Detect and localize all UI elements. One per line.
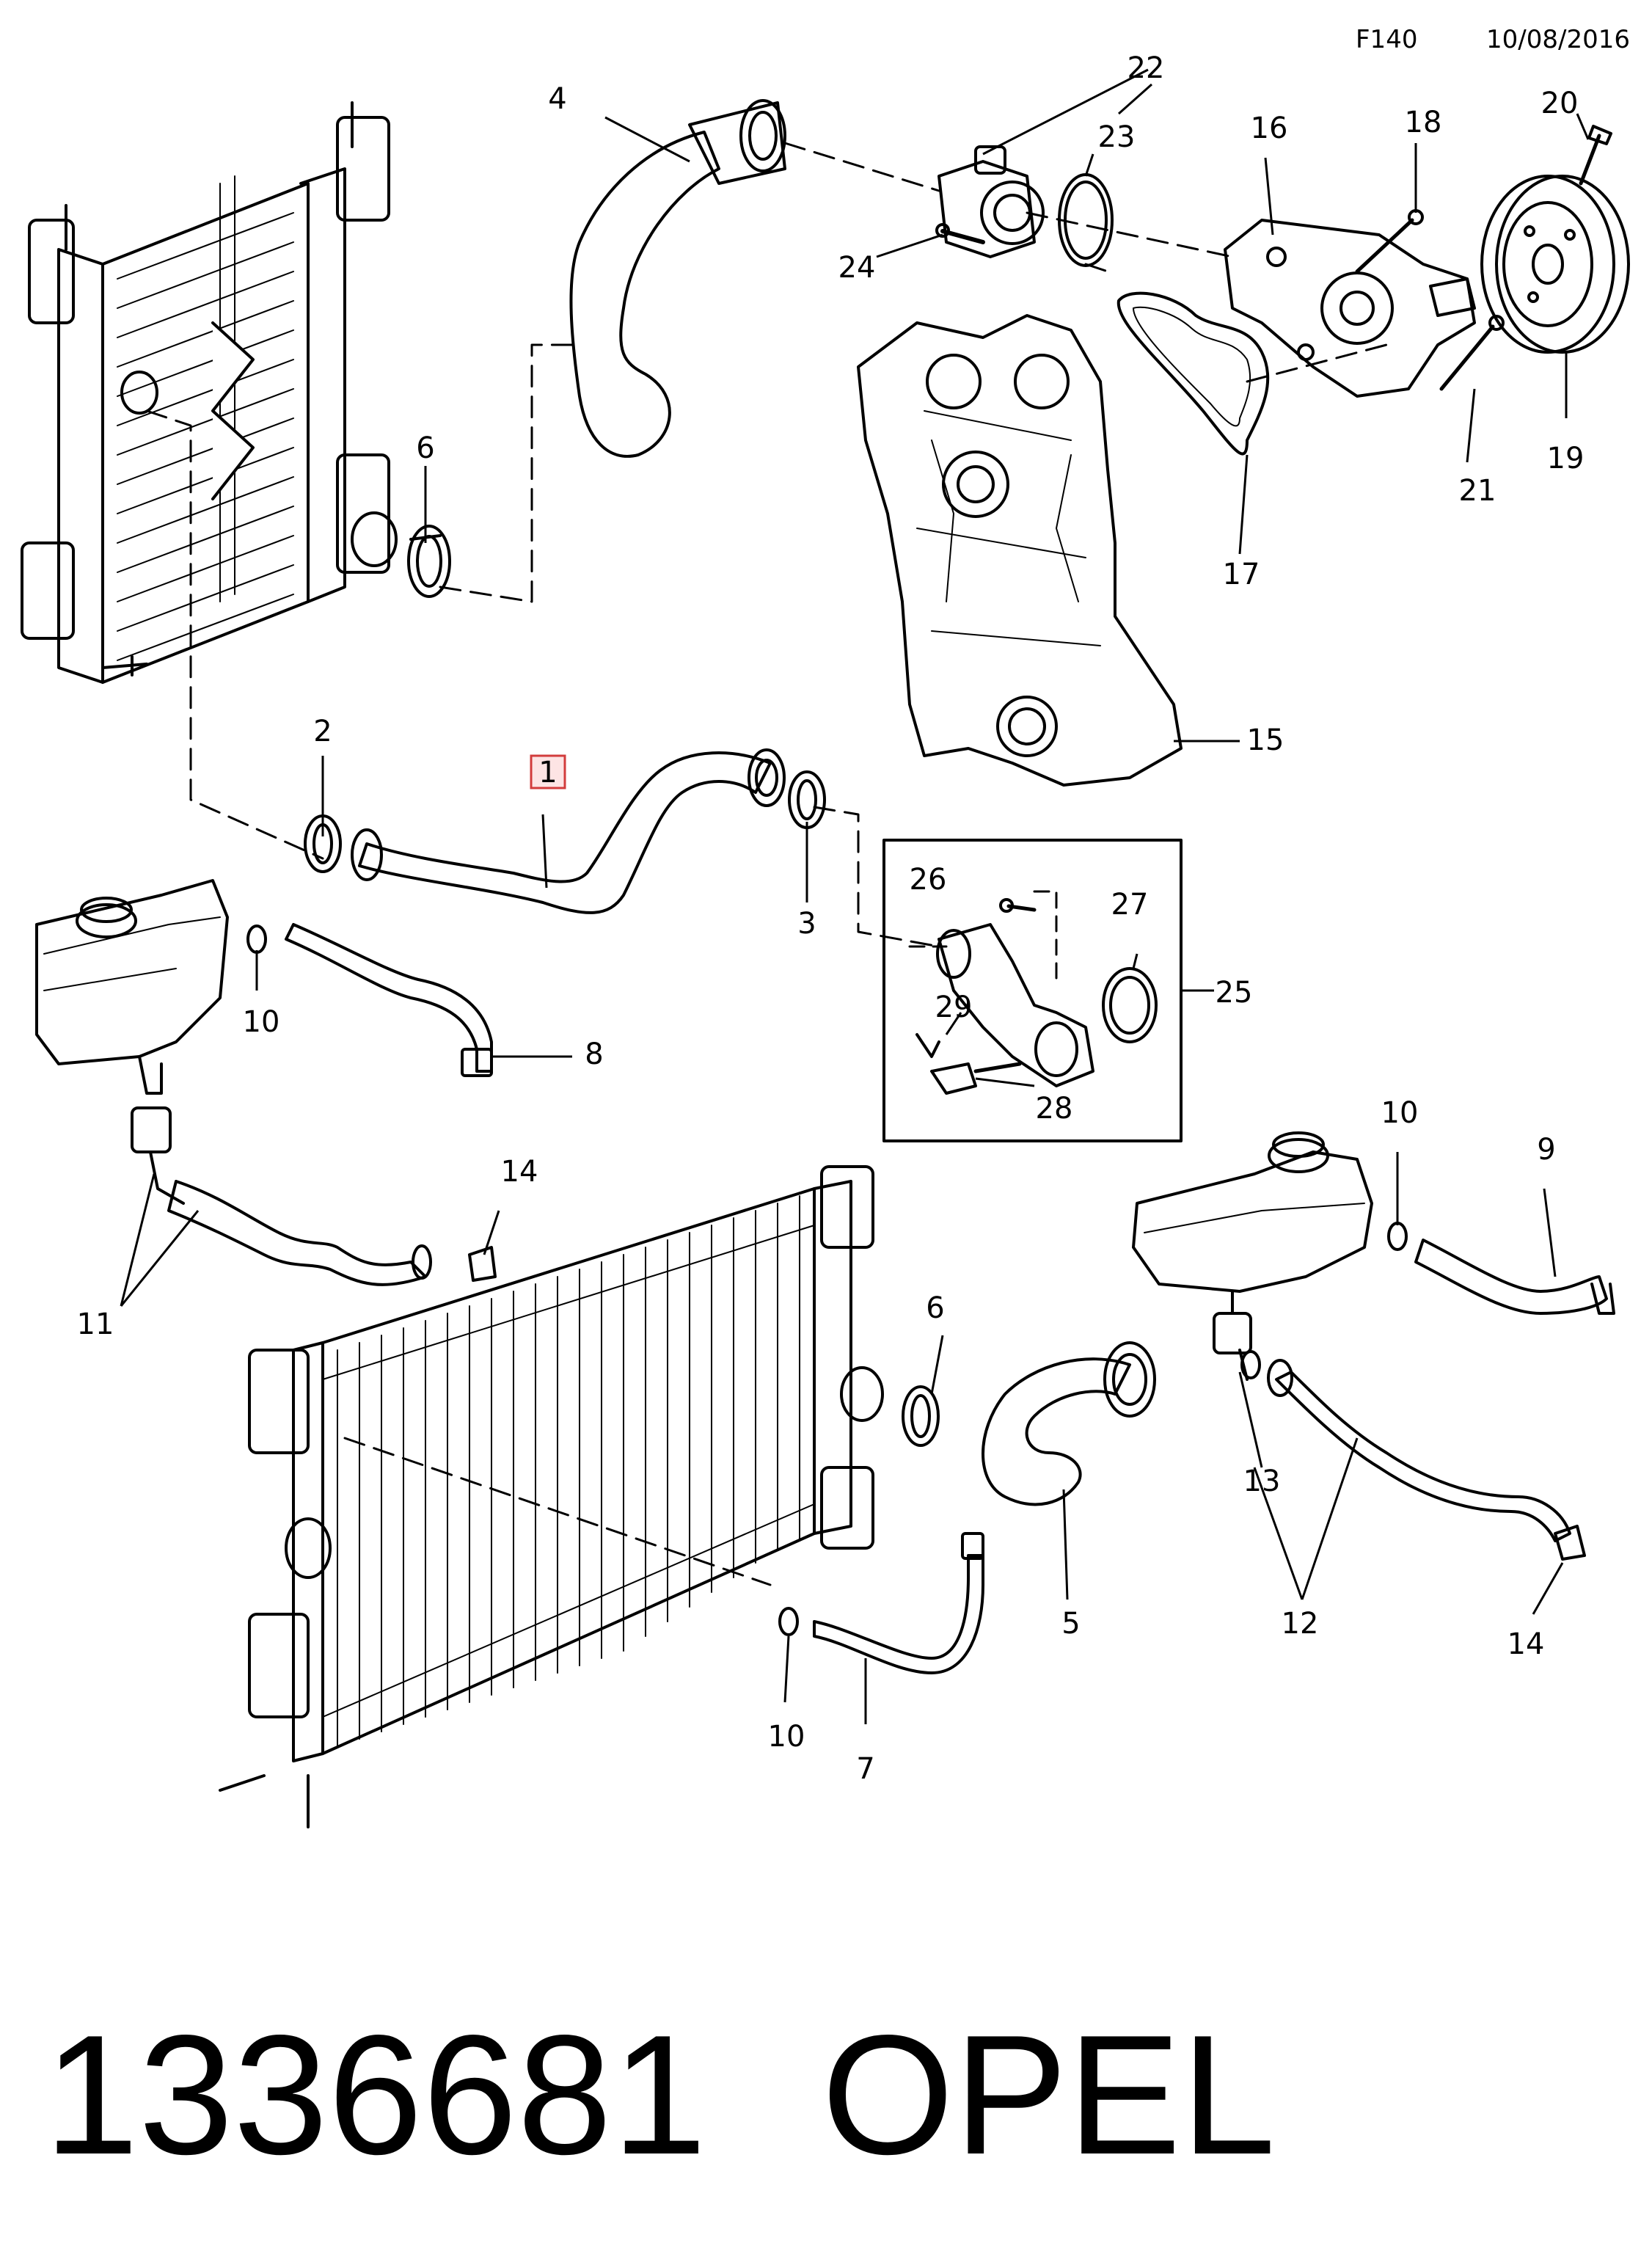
brand-name: OPEL bbox=[822, 2000, 1276, 2190]
hose-clamp-10-right bbox=[1387, 1222, 1408, 1251]
callout-22: 22 bbox=[1127, 51, 1165, 85]
lower-clamp-6 bbox=[902, 1385, 940, 1447]
callout-18: 18 bbox=[1405, 106, 1442, 139]
callout-6-upper: 6 bbox=[416, 431, 434, 465]
hose-7 bbox=[813, 1532, 984, 1674]
callout-10-bottom: 10 bbox=[768, 1720, 805, 1754]
radiator-hose-1 bbox=[351, 748, 786, 914]
hose-clamp-10-bottom bbox=[778, 1607, 799, 1636]
seal-ring-23 bbox=[1058, 173, 1114, 267]
highlight-box-part-1 bbox=[530, 754, 566, 789]
callout-26: 26 bbox=[910, 863, 947, 897]
callout-5: 5 bbox=[1061, 1607, 1080, 1641]
timing-cover-15 bbox=[857, 314, 1183, 787]
callout-12: 12 bbox=[1282, 1607, 1319, 1641]
callout-1: 1 bbox=[538, 756, 557, 789]
hose-clamp-13 bbox=[1240, 1350, 1261, 1379]
callout-14-right: 14 bbox=[1507, 1627, 1545, 1661]
callout-9: 9 bbox=[1537, 1133, 1555, 1167]
hose-clip-14-right bbox=[1554, 1525, 1586, 1561]
callout-16: 16 bbox=[1251, 112, 1288, 145]
callout-20: 20 bbox=[1541, 87, 1579, 120]
main-radiator bbox=[219, 1165, 884, 1828]
exploded-parts-diagram: 1 2 3 4 5 6 6 7 8 9 10 10 10 11 12 13 14… bbox=[21, 51, 1630, 1828]
water-pump-16 bbox=[1224, 219, 1476, 398]
thermostat-housing-22 bbox=[938, 145, 1045, 258]
expansion-tank-right bbox=[1132, 1131, 1373, 1381]
callout-11: 11 bbox=[77, 1307, 114, 1341]
callout-28: 28 bbox=[1036, 1092, 1073, 1126]
callout-2: 2 bbox=[313, 715, 332, 748]
callout-24: 24 bbox=[838, 251, 876, 285]
bolt-21 bbox=[1439, 315, 1505, 391]
callout-17: 17 bbox=[1223, 558, 1260, 591]
hose-9 bbox=[1414, 1239, 1615, 1315]
thermostat-housing-25 bbox=[936, 923, 1094, 1087]
hose-12 bbox=[1267, 1359, 1571, 1542]
upper-clamp-6 bbox=[407, 525, 451, 598]
hose-11 bbox=[167, 1180, 432, 1286]
callout-13: 13 bbox=[1243, 1465, 1281, 1498]
hose-clamp-10-left bbox=[246, 924, 267, 954]
callout-3: 3 bbox=[797, 907, 816, 941]
seal-27 bbox=[1102, 967, 1158, 1043]
bolt-24 bbox=[935, 223, 985, 244]
callout-6-lower: 6 bbox=[926, 1291, 944, 1325]
bolt-26 bbox=[999, 898, 1037, 913]
gasket-17 bbox=[1116, 291, 1270, 456]
callout-19: 19 bbox=[1547, 442, 1585, 475]
lower-hose-5 bbox=[982, 1341, 1156, 1506]
bolt-20 bbox=[1579, 125, 1612, 186]
sensor-28 bbox=[930, 1062, 1022, 1095]
part-number: 1336681 bbox=[44, 2000, 707, 2190]
callout-14-left: 14 bbox=[501, 1155, 538, 1189]
callout-10-left: 10 bbox=[243, 1005, 280, 1039]
callout-7: 7 bbox=[856, 1752, 874, 1786]
bolt-18 bbox=[1355, 209, 1424, 274]
footer: 1336681 OPEL bbox=[44, 2010, 1614, 2201]
callout-29: 29 bbox=[935, 991, 973, 1024]
callout-25: 25 bbox=[1216, 976, 1253, 1010]
clip-29 bbox=[915, 1033, 940, 1058]
hose-clamp-3 bbox=[788, 770, 826, 829]
pulley-19 bbox=[1480, 175, 1630, 354]
diagram-date: 10/08/2016 bbox=[1486, 25, 1630, 54]
callout-4: 4 bbox=[548, 82, 566, 116]
callout-23: 23 bbox=[1098, 120, 1136, 154]
hose-clip-14-left bbox=[468, 1246, 497, 1282]
callout-10-right: 10 bbox=[1381, 1096, 1419, 1130]
callout-15: 15 bbox=[1247, 723, 1284, 757]
hose-8 bbox=[285, 923, 493, 1077]
upper-radiator bbox=[21, 101, 398, 684]
callout-21: 21 bbox=[1459, 474, 1496, 508]
upper-hose-4 bbox=[569, 99, 786, 458]
callout-8: 8 bbox=[585, 1037, 603, 1071]
expansion-tank-left bbox=[35, 879, 229, 1205]
diagram-code: F140 bbox=[1356, 25, 1418, 54]
callout-27: 27 bbox=[1111, 888, 1149, 922]
